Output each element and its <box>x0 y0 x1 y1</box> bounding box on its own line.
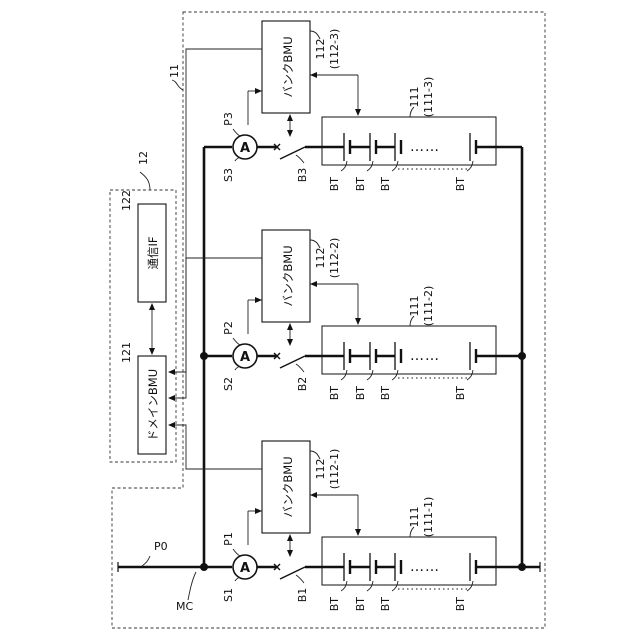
arrowhead <box>149 348 155 355</box>
mc-label: MC <box>176 600 193 613</box>
s-leader <box>235 577 240 581</box>
domain-feed <box>171 425 262 469</box>
arrowhead <box>287 534 293 541</box>
arrowhead <box>287 130 293 137</box>
system-outline <box>112 12 545 628</box>
bank-bmu-label: バンクBMU <box>281 245 295 306</box>
bmu-leader <box>310 240 320 248</box>
bank-bmu-ref: 112 <box>314 248 327 269</box>
arrowhead <box>355 109 361 116</box>
cell-ellipsis: …… <box>410 139 440 155</box>
arrowhead <box>310 492 317 498</box>
battery-leader <box>410 527 414 537</box>
arrowhead <box>355 318 361 325</box>
ammeter-ref: S1 <box>222 588 235 602</box>
comm-if-label: 通信IF <box>146 236 160 269</box>
arrowhead <box>287 114 293 121</box>
battery-sub: (111-3) <box>422 77 435 118</box>
bank-bmu-sub: (112-1) <box>328 449 341 490</box>
cell-ref: BT <box>354 177 367 192</box>
arrowhead <box>355 529 361 536</box>
b-leader <box>296 364 304 372</box>
domain-bmu-ref: 121 <box>120 342 133 363</box>
domain-unit-ref: 12 <box>137 151 150 165</box>
system-leader <box>172 80 183 90</box>
bank-bmu-sub: (112-2) <box>328 238 341 279</box>
arrowhead <box>168 395 175 401</box>
s-leader <box>235 366 240 370</box>
arrowhead <box>149 303 155 310</box>
cell-ellipsis: …… <box>410 559 440 575</box>
switch-ref: B3 <box>296 168 309 183</box>
switch-ref: B2 <box>296 377 309 392</box>
bank-bmu-sub: (112-3) <box>328 29 341 70</box>
cell-ref: BT <box>379 386 392 401</box>
switch-blade <box>280 147 305 159</box>
p-leader <box>233 129 240 136</box>
system-ref: 11 <box>168 64 181 78</box>
bmu-leader <box>310 451 320 459</box>
cell-ref: BT <box>379 597 392 612</box>
battery-leader <box>410 316 414 326</box>
comm-if-ref: 122 <box>120 190 133 211</box>
p-leader <box>233 549 240 556</box>
p-leader <box>233 338 240 345</box>
arrowhead <box>255 297 262 303</box>
switch-blade <box>280 356 305 368</box>
arrowhead <box>168 369 175 375</box>
node-label-p: P1 <box>222 532 235 546</box>
arrowhead <box>287 550 293 557</box>
mc-leader <box>188 572 196 600</box>
battery-ref: 111 <box>408 507 421 528</box>
p0-label: P0 <box>154 540 168 553</box>
bmu-leader <box>310 31 320 39</box>
arrowhead <box>255 508 262 514</box>
battery-leader <box>410 107 414 117</box>
bank-2: A …… <box>168 230 522 401</box>
switch-ref: B1 <box>296 588 309 603</box>
ammeter-ref: S3 <box>222 168 235 182</box>
bank-bmu-ref: 112 <box>314 39 327 60</box>
arrowhead <box>287 323 293 330</box>
cell-ref: BT <box>328 386 341 401</box>
bank-1: A …… <box>168 422 522 591</box>
cell-ref: BT <box>328 597 341 612</box>
domain-unit-leader <box>140 172 150 190</box>
cell-ref: BT <box>454 597 467 612</box>
switch-blade <box>280 567 305 579</box>
b-leader <box>296 155 304 163</box>
cell-ref: BT <box>354 597 367 612</box>
ammeter-label: A <box>240 561 250 576</box>
battery-sub: (111-2) <box>422 286 435 327</box>
cell-ref: BT <box>454 177 467 192</box>
domain-bmu-label: ドメインBMU <box>146 369 160 441</box>
bank-bmu-ref: 112 <box>314 459 327 480</box>
cell-ref: BT <box>354 386 367 401</box>
cell-ref: BT <box>454 386 467 401</box>
p0-leader <box>142 556 150 566</box>
battery-sub: (111-1) <box>422 497 435 538</box>
s-leader <box>235 157 240 161</box>
ammeter-label: A <box>240 350 250 365</box>
node-label-p: P2 <box>222 321 235 335</box>
battery-ref: 111 <box>408 296 421 317</box>
cell-ellipsis: …… <box>410 348 440 364</box>
cell-ref: BT <box>328 177 341 192</box>
bank-bmu-label: バンクBMU <box>281 36 295 97</box>
arrowhead <box>310 72 317 78</box>
ammeter-label: A <box>240 141 250 156</box>
arrowhead <box>168 422 175 428</box>
arrowhead <box>310 281 317 287</box>
arrowhead <box>287 339 293 346</box>
bank-group: A……BTBTBTBTバンクBMU112(112-1)P1S1B1111(111… <box>168 21 522 611</box>
battery-ref: 111 <box>408 87 421 108</box>
cell-ref: BT <box>379 177 392 192</box>
b-leader <box>296 575 304 583</box>
arrowhead <box>255 88 262 94</box>
bank-bmu-label: バンクBMU <box>281 456 295 517</box>
node-label-p: P3 <box>222 112 235 126</box>
ammeter-ref: S2 <box>222 377 235 391</box>
